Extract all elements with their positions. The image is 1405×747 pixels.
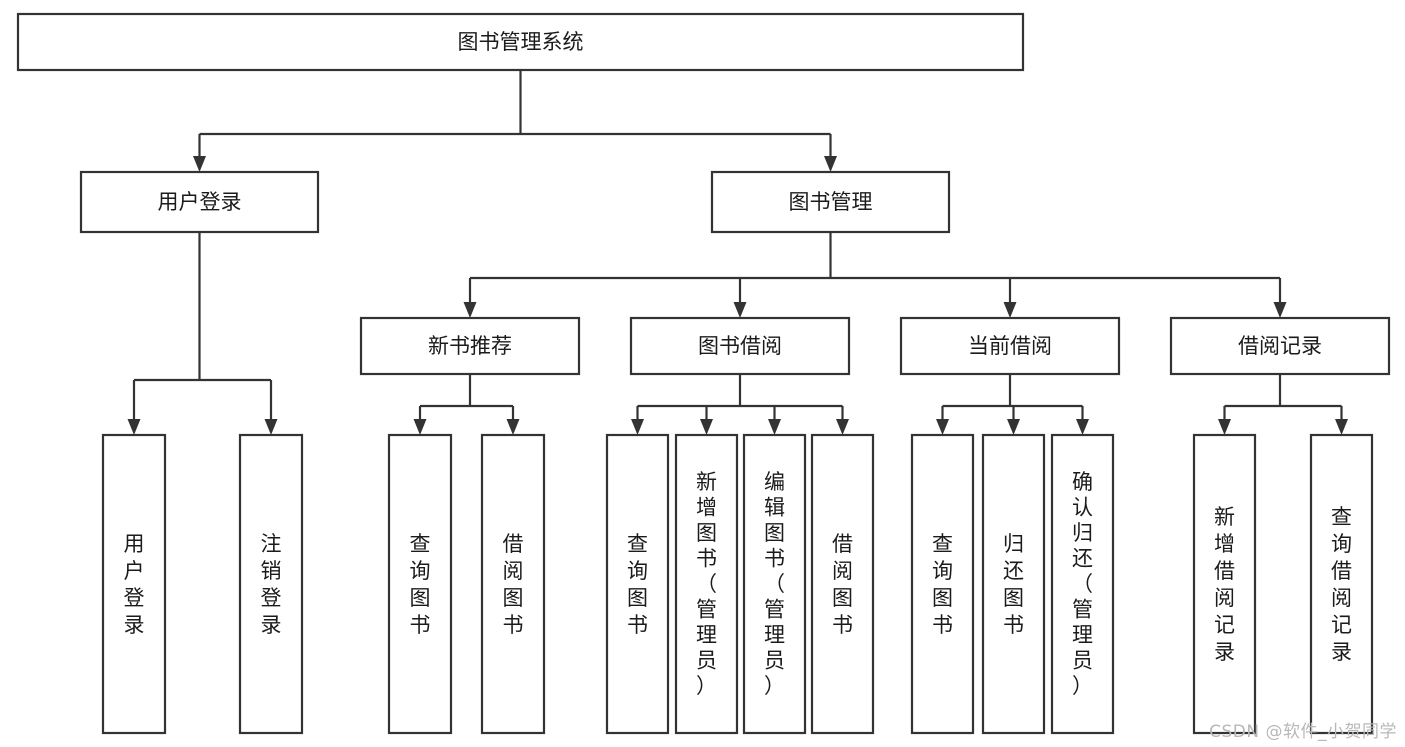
- connector-arrowhead: [1335, 419, 1348, 435]
- node-label: 新增图书（管理员）: [696, 470, 717, 698]
- node-box: [480, 433, 546, 735]
- node-records-2[interactable]: 查询借阅记录: [1309, 433, 1374, 735]
- node-root[interactable]: 图书管理系统: [16, 12, 1025, 72]
- connector-arrowhead: [193, 156, 206, 172]
- node-current-3[interactable]: 确认归还（管理员）: [1050, 433, 1115, 735]
- connector-group-newbook: [413, 374, 520, 435]
- node-newbook[interactable]: 新书推荐: [359, 316, 581, 376]
- node-login[interactable]: 用户登录: [79, 170, 320, 234]
- connector-group-root: [193, 70, 837, 172]
- connector-layer: [127, 70, 1348, 435]
- node-box: [79, 170, 320, 234]
- node-borrow-2[interactable]: 新增图书（管理员）: [674, 433, 739, 735]
- connector-arrowhead: [506, 419, 520, 435]
- node-current-1[interactable]: 查询图书: [910, 433, 975, 735]
- connector-arrowhead: [1003, 302, 1017, 318]
- node-box: [674, 433, 739, 735]
- node-box: [16, 12, 1025, 72]
- connector-group-borrow: [631, 374, 849, 435]
- node-label: 查询图书: [410, 532, 431, 637]
- node-label: 图书管理系统: [458, 30, 584, 54]
- node-records-1[interactable]: 新增借阅记录: [1192, 433, 1257, 735]
- node-box: [710, 170, 951, 234]
- connector-arrowhead: [768, 419, 781, 435]
- node-label: 图书管理: [789, 190, 873, 214]
- node-label: 借阅图书: [503, 532, 524, 637]
- connector-arrowhead: [631, 419, 644, 435]
- node-box: [910, 433, 975, 735]
- node-newbook-2[interactable]: 借阅图书: [480, 433, 546, 735]
- node-login-2[interactable]: 注销登录: [238, 433, 304, 735]
- node-box: [1309, 433, 1374, 735]
- watermark-credit: CSDN @软件_小贺同学: [1209, 722, 1397, 742]
- connector-arrowhead: [1076, 419, 1089, 435]
- node-box: [387, 433, 453, 735]
- node-current[interactable]: 当前借阅: [899, 316, 1121, 376]
- node-box: [629, 316, 851, 376]
- node-label: 新增借阅记录: [1214, 505, 1235, 664]
- node-box: [810, 433, 875, 735]
- connector-arrowhead: [413, 419, 427, 435]
- connector-arrowhead: [1273, 302, 1287, 318]
- node-label: 新书推荐: [428, 334, 512, 358]
- node-borrow-1[interactable]: 查询图书: [605, 433, 670, 735]
- connector-group-bookmgmt: [463, 232, 1287, 318]
- node-label: 用户登录: [158, 190, 242, 214]
- node-label: 当前借阅: [968, 334, 1052, 358]
- node-label: 归还图书: [1003, 532, 1024, 637]
- node-newbook-1[interactable]: 查询图书: [387, 433, 453, 735]
- connector-arrowhead: [1218, 419, 1231, 435]
- node-label: 编辑图书（管理员）: [764, 470, 785, 698]
- connector-arrowhead: [1007, 419, 1020, 435]
- node-label: 确认归还（管理员）: [1072, 470, 1093, 698]
- node-label: 注销登录: [261, 532, 282, 637]
- node-label: 用户登录: [124, 532, 145, 637]
- node-borrow-4[interactable]: 借阅图书: [810, 433, 875, 735]
- node-box: [1169, 316, 1391, 376]
- node-records[interactable]: 借阅记录: [1169, 316, 1391, 376]
- node-login-1[interactable]: 用户登录: [101, 433, 167, 735]
- node-box: [359, 316, 581, 376]
- node-bookmgmt[interactable]: 图书管理: [710, 170, 951, 234]
- connector-arrowhead: [824, 156, 837, 172]
- connector-group-login: [127, 232, 278, 435]
- connector-arrowhead: [463, 302, 477, 318]
- node-label: 借阅图书: [832, 532, 853, 637]
- connector-arrowhead: [264, 419, 278, 435]
- node-box: [1050, 433, 1115, 735]
- connector-arrowhead: [936, 419, 949, 435]
- connector-arrowhead: [836, 419, 849, 435]
- connector-arrowhead: [700, 419, 713, 435]
- node-label: 借阅记录: [1238, 334, 1322, 358]
- node-borrow-3[interactable]: 编辑图书（管理员）: [742, 433, 807, 735]
- node-box: [238, 433, 304, 735]
- node-box: [981, 433, 1046, 735]
- node-box: [1192, 433, 1257, 735]
- node-layer: 图书管理系统用户登录图书管理用户登录注销登录新书推荐图书借阅当前借阅借阅记录查询…: [16, 12, 1391, 735]
- node-label: 图书借阅: [698, 334, 782, 358]
- node-label: 查询图书: [627, 532, 648, 637]
- connector-arrowhead: [733, 302, 747, 318]
- connector-group-current: [936, 374, 1089, 435]
- node-label: 查询图书: [932, 532, 953, 637]
- node-box: [605, 433, 670, 735]
- node-box: [899, 316, 1121, 376]
- node-box: [101, 433, 167, 735]
- connector-group-records: [1218, 374, 1348, 435]
- node-borrow[interactable]: 图书借阅: [629, 316, 851, 376]
- connector-arrowhead: [127, 419, 141, 435]
- node-current-2[interactable]: 归还图书: [981, 433, 1046, 735]
- node-box: [742, 433, 807, 735]
- node-label: 查询借阅记录: [1331, 505, 1352, 664]
